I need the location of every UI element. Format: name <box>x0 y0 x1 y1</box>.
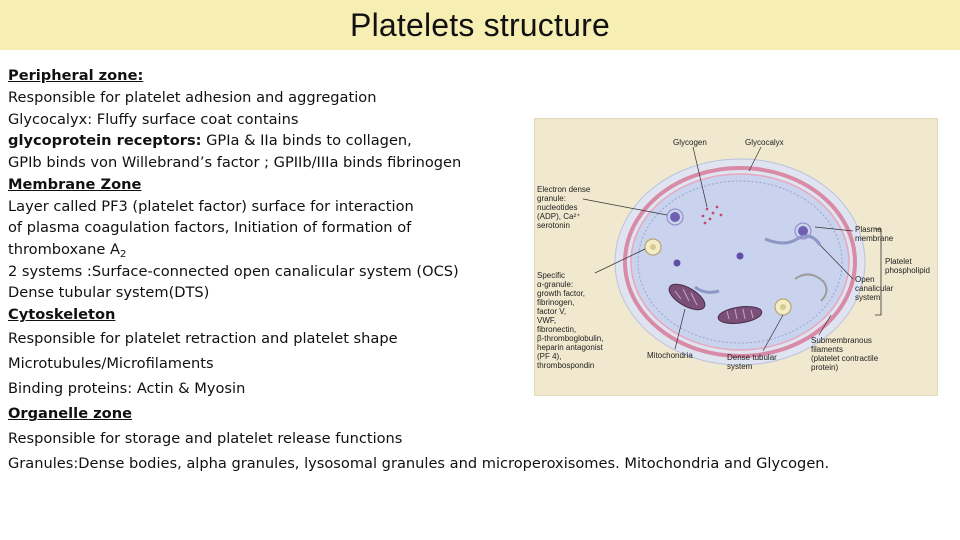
text-line: Responsible for platelet adhesion and ag… <box>8 89 377 106</box>
phospholipid-bracket <box>875 228 882 316</box>
label-alpha-granule: Specific α-granule: growth factor, fibri… <box>537 271 604 370</box>
heading-membrane-zone: Membrane Zone <box>8 176 142 193</box>
text-line: Responsible for storage and platelet rel… <box>8 430 403 447</box>
text-line: Granules:Dense bodies, alpha granules, l… <box>8 455 830 472</box>
platelet-diagram: Glycogen Glycocalyx Electron dense granu… <box>534 118 938 396</box>
alpha-granule-core <box>650 244 656 250</box>
dense-body <box>736 252 744 260</box>
text-line: of plasma coagulation factors, Initiatio… <box>8 219 412 236</box>
alpha-granule-core <box>780 304 786 310</box>
heading-peripheral-zone: Peripheral zone: <box>8 67 144 84</box>
canalicular-channel <box>694 285 720 294</box>
subscript: 2 <box>119 249 127 260</box>
text-line: Binding proteins: Actin & Myosin <box>8 380 246 397</box>
label-plasma-membrane: Plasma membrane <box>855 225 894 243</box>
label-mitochondria: Mitochondria <box>647 351 693 360</box>
text-line: GPIb binds von Willebrand’s factor ; GPI… <box>8 154 462 171</box>
text-line: Layer called PF3 (platelet factor) surfa… <box>8 198 414 215</box>
dense-body <box>673 259 681 267</box>
label-glycogen: Glycogen <box>673 138 707 147</box>
text-line: Glycocalyx: Fluffy surface coat contains <box>8 111 299 128</box>
bold-term: glycoprotein receptors: <box>8 132 202 149</box>
dense-granule <box>670 212 680 222</box>
text-line: glycoprotein receptors: GPIa & IIa binds… <box>8 131 412 151</box>
text-line: Responsible for platelet retraction and … <box>8 330 398 347</box>
page-title: Platelets structure <box>350 6 610 43</box>
text-span: thromboxane A <box>8 241 120 258</box>
label-submembranous: Submembranous filaments (platelet contra… <box>811 336 879 372</box>
heading-cytoskeleton: Cytoskeleton <box>8 306 116 323</box>
glycogen-dots <box>701 205 723 225</box>
mitochondrion <box>717 306 763 324</box>
canalicular-channel <box>764 234 822 246</box>
text-line: Dense tubular system(DTS) <box>8 284 210 301</box>
text-span: GPIa & IIa binds to collagen, <box>201 132 412 149</box>
platelet-illustration <box>582 146 882 366</box>
dense-granule <box>798 226 808 236</box>
dense-tubular-system <box>794 273 828 302</box>
label-dense-granule: Electron dense granule: nucleotides (ADP… <box>537 185 591 230</box>
text-line: 2 systems :Surface-connected open canali… <box>8 263 459 280</box>
cytoplasm <box>630 173 850 351</box>
label-open-canalicular: Open canalicular system <box>855 275 894 302</box>
heading-organelle-zone: Organelle zone <box>8 405 132 422</box>
text-line: Microtubules/Microfilaments <box>8 355 214 372</box>
plasma-membrane-ring <box>623 166 857 358</box>
leader-lines <box>582 146 854 352</box>
text-line: thromboxane A2 <box>8 240 126 265</box>
label-glycocalyx: Glycocalyx <box>745 138 784 147</box>
mitochondrion <box>668 283 706 311</box>
label-platelet-phospholipid: Platelet phospholipid <box>885 257 930 275</box>
label-dense-tubular: Dense tubular system <box>727 353 777 371</box>
submembranous-filaments <box>637 180 843 344</box>
dense-granule-ring <box>794 222 812 240</box>
dense-granule-ring <box>666 208 684 226</box>
title-bar: Platelets structure <box>0 0 960 50</box>
